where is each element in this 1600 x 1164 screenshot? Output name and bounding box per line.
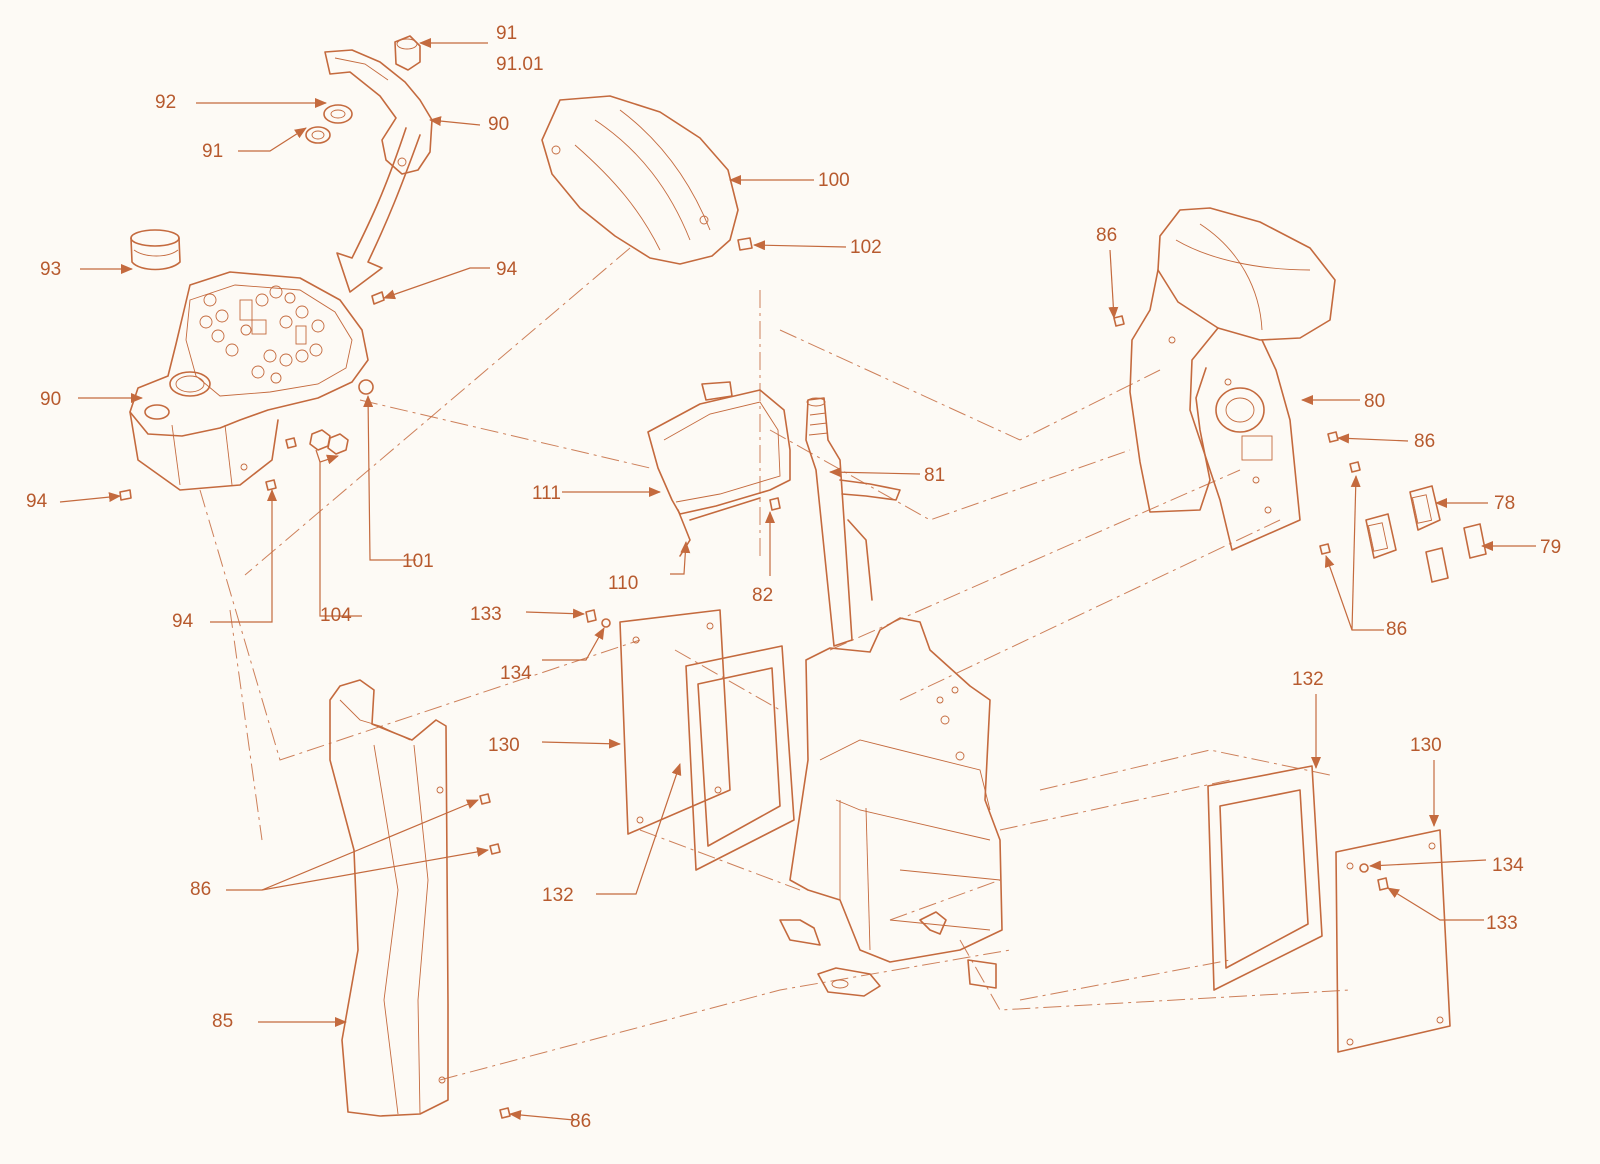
part-79-switch-cap [1425,547,1449,583]
part-91-bushing [394,35,421,71]
part-86-screw [499,1107,511,1119]
callout-86: 86 [1096,225,1118,246]
callout-102: 102 [850,237,882,258]
part-104-nut [327,433,349,455]
part-94-screw [265,479,277,491]
part-79-switch-cap [1463,523,1487,559]
part-86-screw [1113,315,1125,327]
callout-79: 79 [1540,537,1562,558]
callout-93: 93 [40,259,62,280]
callout-81: 81 [924,465,946,486]
callout-90: 90 [40,389,62,410]
part-132-gasket-left [685,645,795,871]
part-133-screw [1377,877,1389,891]
part-94-screw [119,489,132,501]
callout-80: 80 [1364,391,1386,412]
main-frame [779,617,1003,997]
part-132-gasket-right [1207,765,1323,991]
part-81-steering-column [805,397,901,647]
part-90-console-housing [129,271,369,491]
part-110-bracket [677,497,761,557]
part-94-screw [285,437,297,449]
callout-134: 134 [1492,855,1524,876]
callout-100: 100 [818,170,850,191]
callout-104: 104 [320,605,352,626]
callout-86: 86 [1414,431,1436,452]
callout-94: 94 [26,491,48,512]
callout-86: 86 [190,879,212,900]
leader-lines [59,38,1536,1121]
callout-86: 86 [1386,619,1408,640]
part-86-screw [1349,461,1361,473]
part-111-panel [647,381,791,515]
callout-90: 90 [488,114,510,135]
assembly-centerlines [199,247,1351,1081]
callout-91: 91 [202,141,224,162]
part-94-screw [371,291,385,305]
callout-94: 94 [172,611,194,632]
part-92-ring [323,104,353,124]
callout-91: 91 [496,23,518,44]
callout-85: 85 [212,1011,234,1032]
callout-94: 94 [496,259,518,280]
part-86-screw [1319,543,1331,555]
part-130-cover-plate-left [619,609,731,835]
part-133-screw [585,609,597,623]
callout-130: 130 [1410,735,1442,756]
callout-78: 78 [1494,493,1516,514]
callout-82: 82 [752,585,774,606]
callout-134: 134 [500,663,532,684]
callout-132: 132 [1292,669,1324,690]
part-85-column-cover [329,679,449,1117]
part-80-front-cover [1129,207,1336,551]
callout-133: 133 [1486,913,1518,934]
part-91-ring [305,126,331,144]
part-86-screw [489,843,501,855]
part-93-boot [130,229,181,271]
part-78-switch-housing [1365,485,1441,559]
callout-111: 111 [532,483,561,504]
part-86-screw [1327,431,1339,443]
part-104-nut [309,429,331,451]
control-panel-switches [199,285,325,384]
part-102-screw [737,237,753,251]
callout-133: 133 [470,604,502,625]
callout-91-01: 91.01 [496,54,544,75]
part-90-handle-shell [324,49,433,175]
callout-92: 92 [155,92,177,113]
part-130-cover-plate-right [1335,829,1451,1053]
callout-101: 101 [402,551,434,572]
part-100-rear-cover [541,95,739,265]
callout-86: 86 [570,1111,592,1132]
part-82-screw [769,497,781,511]
callout-132: 132 [542,885,574,906]
callout-110: 110 [608,573,639,594]
part-134-washer [601,618,611,628]
part-134-washer [1359,863,1369,873]
part-101-washer [358,379,374,395]
part-86-screw [479,793,491,805]
assembly-direction-arrow [336,127,421,293]
callout-130: 130 [488,735,520,756]
